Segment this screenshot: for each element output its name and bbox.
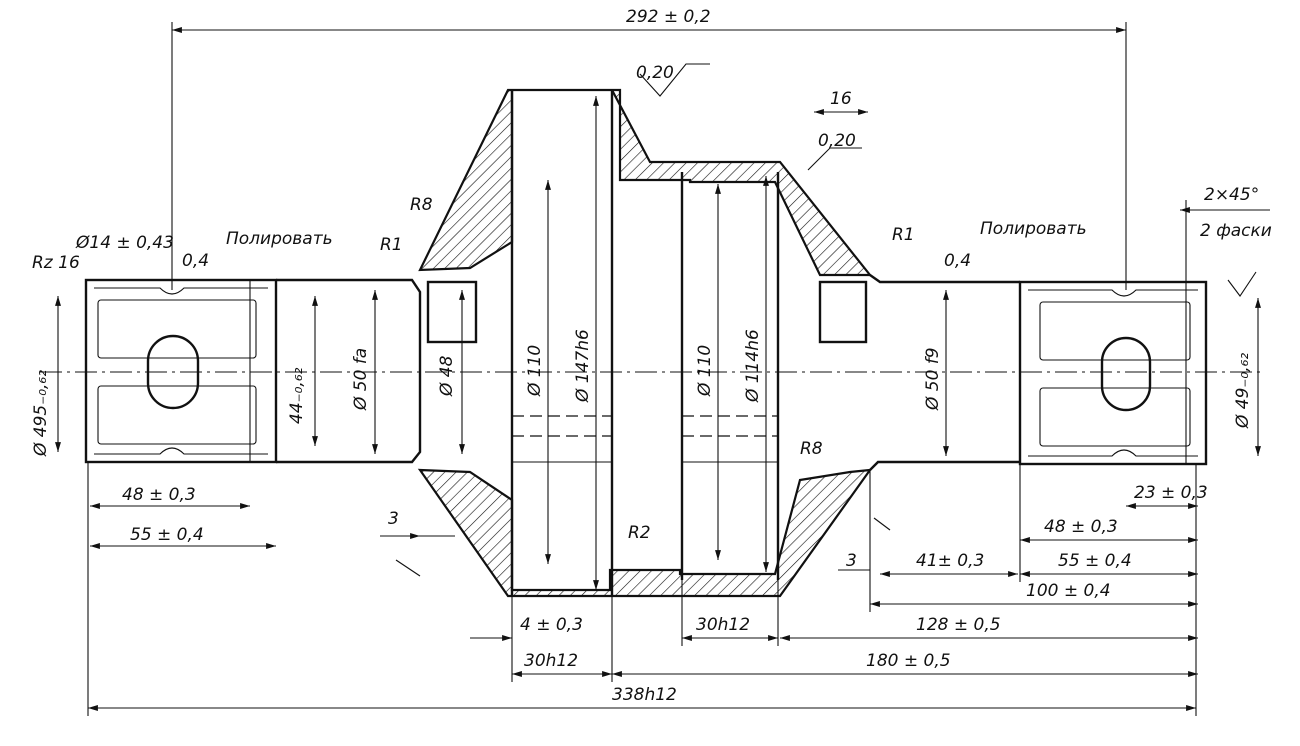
left-hole-dia: Ø14 ± 0,43 <box>75 233 174 253</box>
hub-outer-147: Ø 147h6 <box>573 329 593 403</box>
left-inner-dia: 44₋₀,₆₂ <box>287 367 307 424</box>
hub-bore-110-left: Ø 110 <box>525 345 545 397</box>
right-chamfer-note: 2 фаски <box>1200 221 1272 241</box>
right-len-55: 55 ± 0,4 <box>1058 551 1132 571</box>
hub-len-4: 4 ± 0,3 <box>520 615 583 635</box>
right-gap-3: 3 <box>846 551 857 571</box>
overall-top-length: 292 ± 0,2 <box>626 7 711 27</box>
left-gap-3: 3 <box>388 509 399 529</box>
hub-top-finish: 0,20 <box>636 63 674 83</box>
right-width-16: 16 <box>830 89 852 109</box>
hub-neck-dia-48: Ø 48 <box>437 355 457 397</box>
hub-len-30-left: 30h12 <box>524 651 578 671</box>
hub-len-30-mid: 30h12 <box>696 615 750 635</box>
hub-radius-r2: R2 <box>628 523 651 543</box>
hub-outer-114: Ø 114h6 <box>743 329 763 403</box>
left-journal-dia: Ø 50 fa <box>351 348 371 411</box>
hub-radius-r1-left: R1 <box>380 235 403 255</box>
right-finish-020: 0,20 <box>818 131 856 151</box>
right-len-48: 48 ± 0,3 <box>1044 517 1118 537</box>
hub-len-180: 180 ± 0,5 <box>866 651 951 671</box>
left-len-55: 55 ± 0,4 <box>130 525 204 545</box>
overall-total-length: 338h12 <box>612 685 677 705</box>
left-polish: Полировать <box>226 229 333 249</box>
dimension-lines <box>55 22 1270 716</box>
right-polish: Полировать <box>980 219 1087 239</box>
right-outer-dia: Ø 49₋₀,₆₂ <box>1233 353 1253 429</box>
right-len-100: 100 ± 0,4 <box>1026 581 1111 601</box>
left-len-48: 48 ± 0,3 <box>122 485 196 505</box>
right-len-128: 128 ± 0,5 <box>916 615 1001 635</box>
right-end-body <box>869 274 1208 471</box>
right-radius-r8: R8 <box>800 439 823 459</box>
left-roughness: Rz 16 <box>32 253 80 273</box>
right-len-23: 23 ± 0,3 <box>1134 483 1208 503</box>
right-chamfer: 2×45° <box>1204 185 1259 205</box>
left-outer-dia: Ø 495₋₀,₆₂ <box>31 370 51 457</box>
left-end-body <box>84 278 422 464</box>
right-radius-r1: R1 <box>892 225 915 245</box>
left-finish: 0,4 <box>182 251 209 271</box>
hub-section <box>417 88 873 598</box>
right-journal-dia: Ø 50 f9 <box>923 347 943 411</box>
hub-bore-110-right: Ø 110 <box>695 345 715 397</box>
right-finish: 0,4 <box>944 251 971 271</box>
hub-radius-r8-left: R8 <box>410 195 433 215</box>
right-len-41: 41± 0,3 <box>916 551 984 571</box>
